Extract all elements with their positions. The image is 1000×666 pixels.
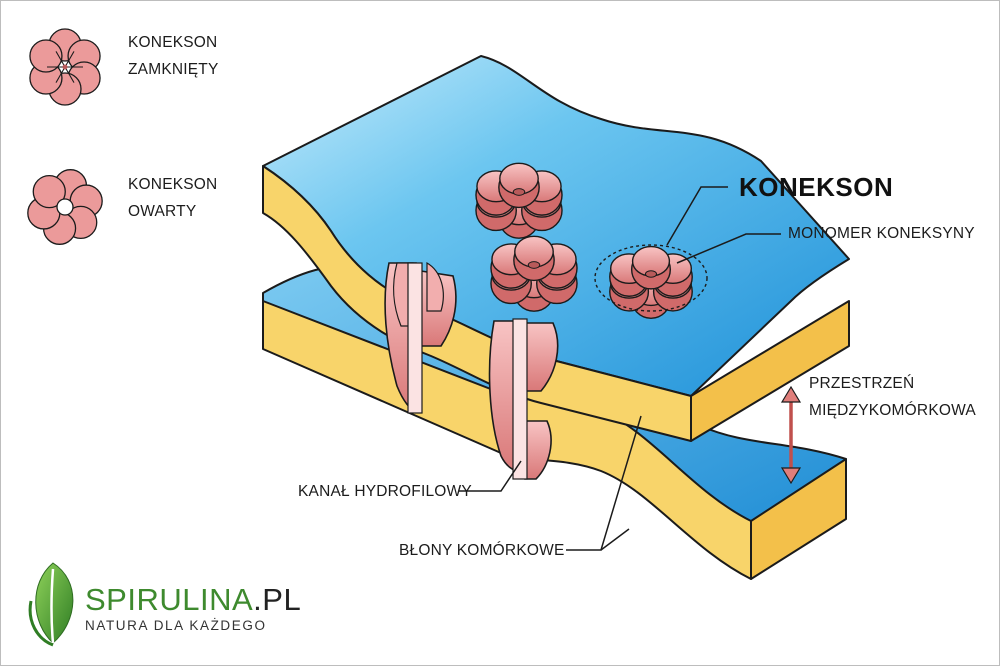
connexon-2: [490, 235, 578, 312]
brand-suffix: .PL: [253, 582, 302, 617]
connexon-closed-icon: [29, 28, 101, 106]
hydrophilic-channel-right: [488, 318, 559, 480]
space-line2: MIĘDZYKOMÓRKOWA: [809, 402, 976, 419]
hydrophilic-channel-left: [384, 261, 457, 414]
legend-open-line2: OWARTY: [128, 203, 197, 220]
legend-open-label: KONEKSON OWARTY: [128, 171, 217, 225]
membranes-label: BŁONY KOMÓRKOWE: [399, 542, 565, 559]
leader-monomer: [676, 233, 781, 264]
legend-closed-label: KONEKSON ZAMKNIĘTY: [128, 29, 219, 83]
konekson-title: KONEKSON: [739, 172, 894, 202]
upper-membrane: [262, 55, 850, 442]
connexin-monomer: [498, 162, 540, 209]
connexon-open-icon: [27, 169, 103, 245]
leader-lines: [459, 186, 781, 551]
leader-membrane-bottom: [600, 528, 630, 551]
leaf-icon: [28, 562, 74, 647]
brand-tagline: NATURA DLA KAŻDEGO: [85, 618, 267, 633]
double-arrow-icon: [780, 385, 802, 485]
connexon-group: [475, 162, 693, 320]
connexon-highlighted: [609, 245, 693, 320]
channel-label: KANAŁ HYDROFILOWY: [298, 483, 472, 500]
connexon-1: [475, 162, 563, 239]
brand-logo: SPIRULINA.PL NATURA DLA KAŻDEGO: [85, 582, 301, 633]
legend-petal: [29, 39, 63, 73]
monomer-label: MONOMER KONEKSYNY: [788, 225, 975, 242]
legend-open-line1: KONEKSON: [128, 176, 218, 193]
connexin-monomer: [630, 245, 672, 290]
legend-closed-line1: KONEKSON: [128, 34, 218, 51]
highlight-ellipse: [594, 244, 708, 312]
space-line1: PRZESTRZEŃ: [809, 375, 915, 392]
intercellular-space-label: PRZESTRZEŃ MIĘDZYKOMÓRKOWA: [809, 370, 976, 424]
leader-konekson: [666, 186, 728, 246]
brand-name: SPIRULINA: [85, 582, 254, 617]
leader-channel: [459, 460, 522, 492]
brand-name-line: SPIRULINA.PL: [85, 582, 301, 618]
legend-closed-line2: ZAMKNIĘTY: [128, 61, 219, 78]
legend-petal: [32, 174, 66, 209]
connexin-monomer: [513, 235, 555, 282]
